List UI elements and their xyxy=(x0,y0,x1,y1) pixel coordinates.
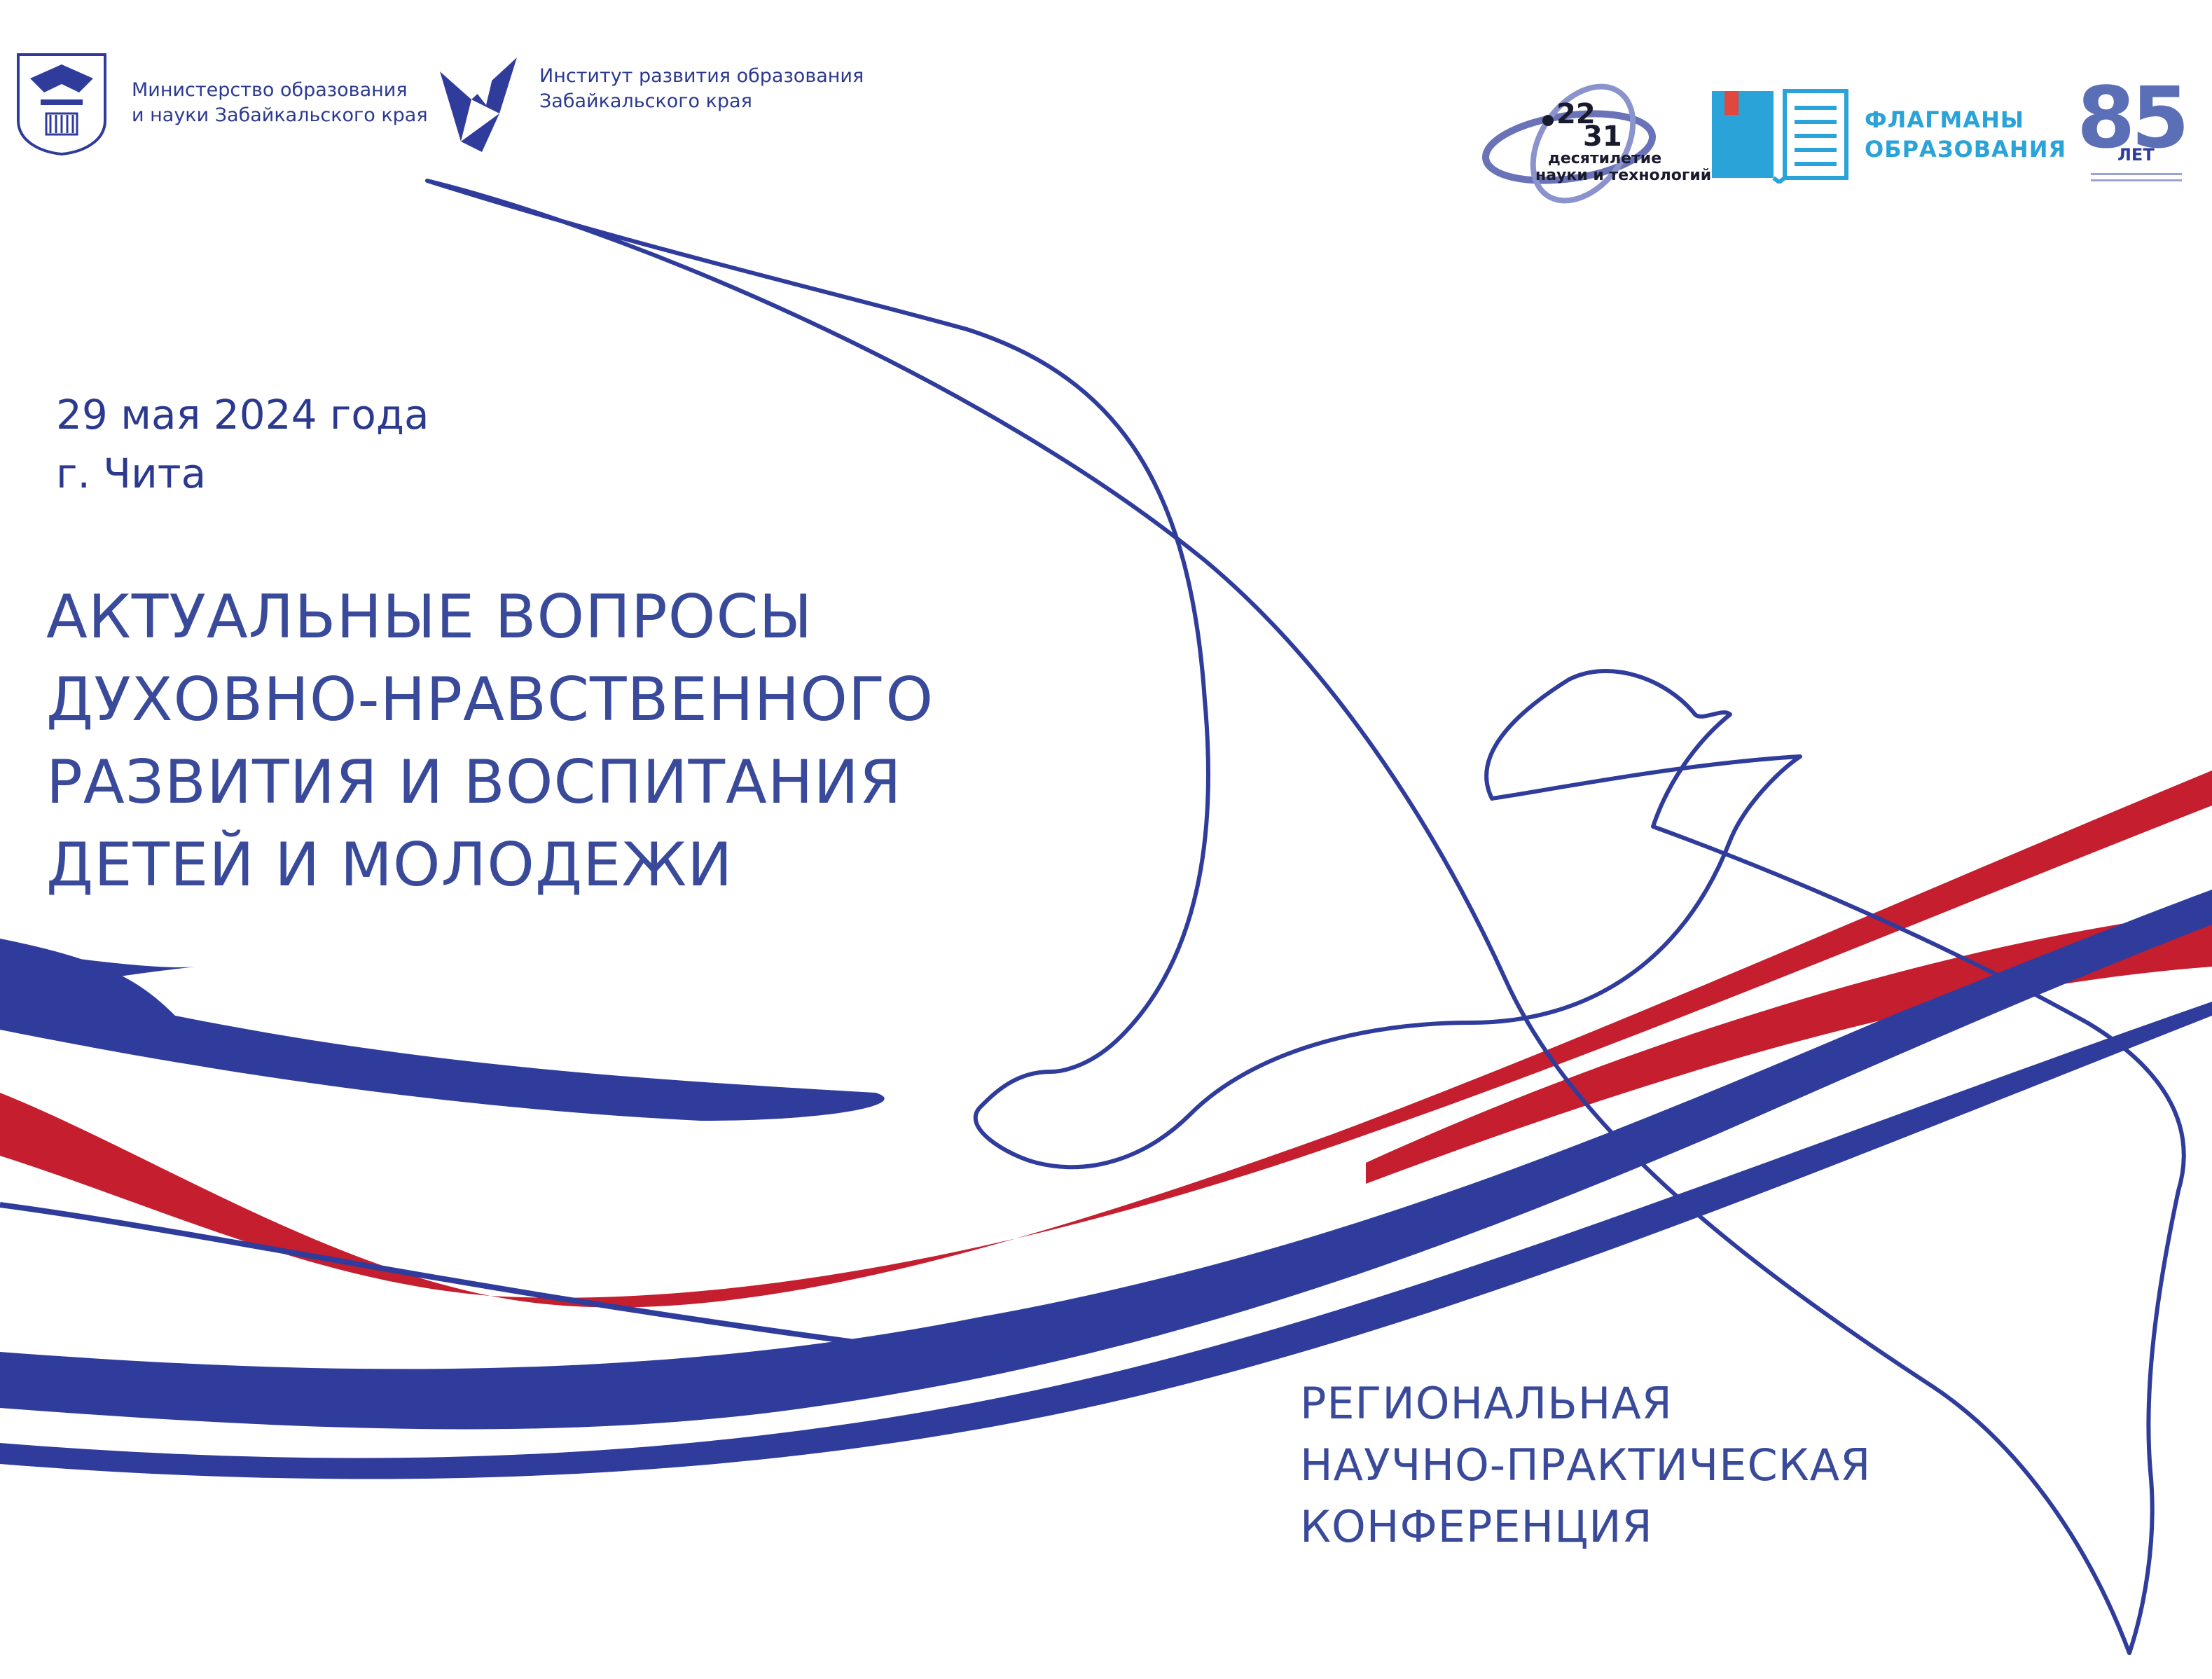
decade-science-logo: 22 31 десятилетие науки и технологий xyxy=(1478,77,1711,210)
event-city: г. Чита xyxy=(56,450,207,497)
institute-emblem-icon xyxy=(440,57,517,152)
decade-label-2: науки и технологий xyxy=(1535,167,1712,184)
blue-ribbon-bottom-thin xyxy=(0,1002,2212,1479)
decade-number-1: 22 xyxy=(1556,98,1596,130)
open-book-icon xyxy=(1712,89,1848,184)
ministry-logo-block: Министерство образования и науки Забайка… xyxy=(13,50,428,156)
title-line-4: ДЕТЕЙ И МОЛОДЕЖИ xyxy=(46,830,733,900)
blue-ribbon-bottom xyxy=(0,890,2212,1430)
event-date: 29 мая 2024 года xyxy=(56,391,429,438)
flagships-line1: ФЛАГМАНЫ xyxy=(1865,106,2025,133)
blue-ribbon-top-thin xyxy=(0,949,196,995)
anniversary-label: ЛЕТ xyxy=(2117,145,2155,165)
flagships-logo-block: ФЛАГМАНЫ ОБРАЗОВАНИЯ xyxy=(1709,85,2066,184)
conference-type-line-1: РЕГИОНАЛЬНАЯ xyxy=(1300,1378,1673,1429)
decade-label-1: десятилетие xyxy=(1548,150,1662,167)
blue-ribbon-top xyxy=(0,939,885,1121)
ministry-name: Министерство образования и науки Забайка… xyxy=(132,78,428,128)
institute-name-line1: Институт развития образования xyxy=(539,65,864,87)
title-line-3: РАЗВИТИЯ И ВОСПИТАНИЯ xyxy=(46,747,902,817)
flagships-line2: ОБРАЗОВАНИЯ xyxy=(1865,136,2067,163)
conference-type-line-2: НАУЧНО-ПРАКТИЧЕСКАЯ xyxy=(1300,1439,1872,1491)
decade-number-2: 31 xyxy=(1583,120,1622,153)
bird-outline xyxy=(425,179,2186,1655)
ministry-name-line1: Министерство образования xyxy=(132,79,408,101)
anniversary-number: 85 xyxy=(2077,70,2190,167)
title-line-1: АКТУАЛЬНЫЕ ВОПРОСЫ xyxy=(46,582,813,652)
institute-name: Институт развития образования Забайкальс… xyxy=(539,64,864,114)
ministry-name-line2: и науки Забайкальского края xyxy=(132,104,428,126)
anniversary-caption-lines xyxy=(2091,173,2182,181)
flagships-name: ФЛАГМАНЫ ОБРАЗОВАНИЯ xyxy=(1865,105,2066,164)
event-info: 29 мая 2024 года г. Чита xyxy=(56,385,429,503)
title-line-2: ДУХОВНО-НРАВСТВЕННОГО xyxy=(46,665,934,735)
orbit-icon xyxy=(1482,83,1656,204)
conference-type: РЕГИОНАЛЬНАЯ НАУЧНО-ПРАКТИЧЕСКАЯ КОНФЕРЕ… xyxy=(1300,1373,1871,1558)
conference-type-line-3: КОНФЕРЕНЦИЯ xyxy=(1300,1501,1653,1552)
institute-logo-block: Институт развития образования Забайкальс… xyxy=(433,50,864,156)
conference-title: АКТУАЛЬНЫЕ ВОПРОСЫ ДУХОВНО-НРАВСТВЕННОГО… xyxy=(46,576,934,906)
ministry-emblem-icon xyxy=(17,53,106,156)
institute-name-line2: Забайкальского края xyxy=(539,90,752,112)
blue-ribbon-left-line xyxy=(0,1202,876,1348)
anniversary-logo: 85 ЛЕТ xyxy=(2077,74,2196,203)
